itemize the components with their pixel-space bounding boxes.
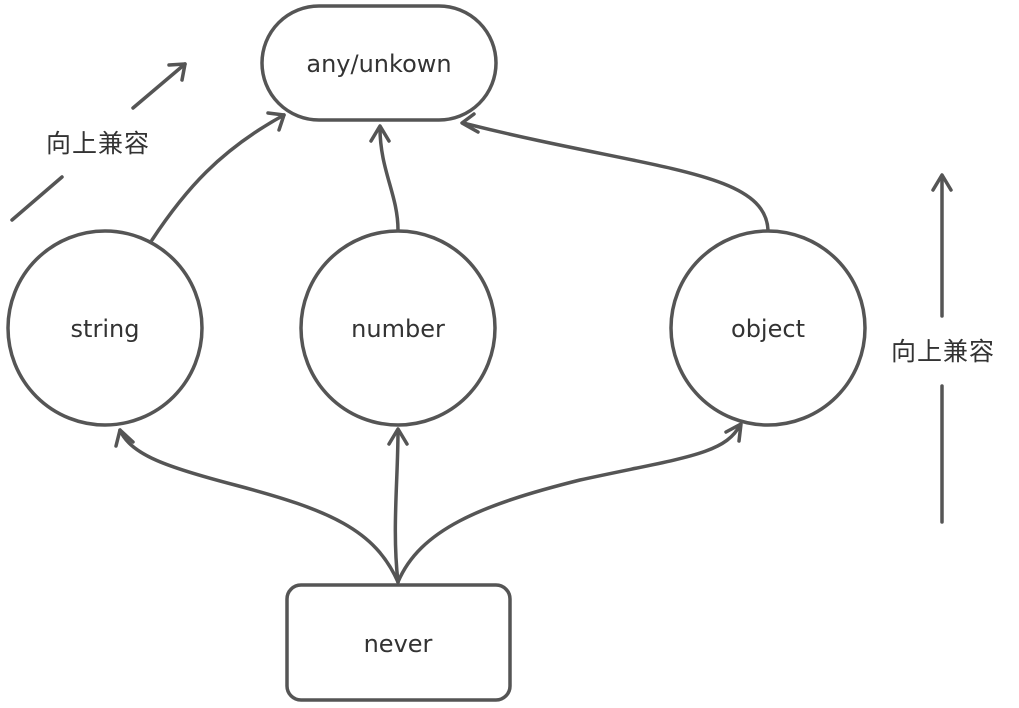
string-node: string — [6, 229, 204, 427]
left-annotation-line-lower — [10, 175, 64, 222]
edge-number-to-top-arrowhead — [369, 124, 391, 143]
object-label: object — [731, 315, 805, 343]
left-upward-annotation: 向上兼容 — [10, 62, 187, 222]
string-label: string — [71, 315, 140, 343]
bottom-type-shape — [285, 583, 512, 702]
object-node: object — [669, 229, 867, 427]
edge-number-to-top — [378, 126, 400, 232]
bottom-type-label: never — [364, 630, 433, 658]
string-circle — [6, 229, 204, 427]
number-node: number — [299, 229, 497, 427]
top-type-label: any/unkown — [306, 50, 451, 78]
edge-string-to-top-arrowhead — [266, 111, 286, 132]
object-circle — [669, 229, 867, 427]
right-annotation-label: 向上兼容 — [891, 337, 995, 366]
edge-bottom-to-number-arrowhead — [387, 427, 409, 446]
number-label: number — [351, 315, 445, 343]
left-annotation-line-upper — [131, 62, 187, 110]
left-annotation-arrowhead — [167, 62, 187, 82]
edge-bottom-to-object-arrowhead — [724, 422, 743, 443]
edge-bottom-to-string-arrowhead — [114, 428, 135, 448]
edge-bottom-to-object — [396, 423, 742, 584]
number-circle — [299, 229, 497, 427]
edge-bottom-to-number — [393, 428, 400, 584]
right-annotation-arrowhead — [931, 173, 953, 192]
left-annotation-label: 向上兼容 — [46, 129, 150, 158]
top-type-shape — [260, 4, 498, 122]
edge-object-to-top-arrowhead — [460, 112, 480, 134]
edge-object-to-top — [461, 121, 770, 232]
edge-string-to-top — [150, 113, 286, 242]
top-type-node: any/unkown — [260, 4, 498, 122]
right-upward-annotation: 向上兼容 — [891, 173, 995, 524]
edge-bottom-to-string — [118, 428, 400, 584]
bottom-type-node: never — [285, 583, 512, 702]
